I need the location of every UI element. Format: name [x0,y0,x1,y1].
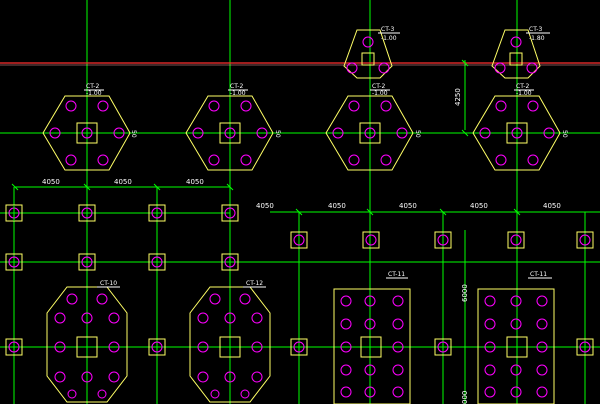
dim-label-vertical: 6000 [461,284,469,302]
cap-label: CT-2 [86,83,99,90]
tick [295,208,303,216]
small-cap[interactable] [5,338,23,356]
cap-label: CT-11 [388,271,405,278]
small-cap[interactable] [221,204,239,222]
side-mark: 50 [561,130,568,138]
tick [226,183,234,191]
small-cap[interactable] [5,253,23,271]
small-cap[interactable] [362,231,380,249]
tick [513,208,521,216]
cap-label: CT-3 [529,26,542,33]
cap-elevation: -1.00 [372,90,388,97]
small-cap[interactable] [221,253,239,271]
pile-cap-ct11-b[interactable]: CT-11 [477,271,555,404]
pile-cap-ct2-b[interactable]: CT-2 -1.00 50 [185,83,281,171]
pile-cap-ct10[interactable]: CT-10 [46,280,128,403]
tick [11,183,19,191]
small-cap[interactable] [148,338,166,356]
tick [439,208,447,216]
cap-label: CT-2 [516,83,529,90]
pile-cap-ct2-c[interactable]: CT-2 -1.00 50 [325,83,421,171]
dim-label: 4050 [470,202,488,210]
cap-elevation: -1.00 [230,90,246,97]
small-cap[interactable] [290,231,308,249]
tick [83,183,91,191]
dim-label: 4050 [256,202,274,210]
side-mark: 50 [130,130,137,138]
cap-elevation: -1.00 [516,90,532,97]
side-mark: 50 [274,130,281,138]
cap-elevation: -1.80 [529,35,545,42]
cap-label: CT-11 [530,271,547,278]
cap-label: CT-2 [230,83,243,90]
dim-label: 4050 [543,202,561,210]
small-cap[interactable] [148,204,166,222]
small-cap[interactable] [434,338,452,356]
pile-cap-ct2-d[interactable]: CT-2 -1.00 50 [472,83,568,171]
small-cap[interactable] [576,338,594,356]
cap-elevation: -1.00 [381,35,397,42]
cap-elevation: -1.00 [86,90,102,97]
pile-cap-ct11-a[interactable]: CT-11 [333,271,411,404]
cap-label: CT-2 [372,83,385,90]
pile-cap-ct2-a[interactable]: CT-2 -1.00 50 [42,83,137,171]
small-cap[interactable] [290,338,308,356]
dimension-ticks [11,59,521,216]
small-cap[interactable] [434,231,452,249]
side-mark: 50 [414,130,421,138]
pile-cap-ct12[interactable]: CT-12 [189,280,271,403]
small-cap[interactable] [5,204,23,222]
dim-label-vertical: 000 [461,391,469,404]
tick [366,208,374,216]
dim-label: 4050 [399,202,417,210]
dim-label: 4050 [42,178,60,186]
dim-label-vertical: 4250 [454,88,462,106]
dim-label: 4050 [114,178,132,186]
small-cap[interactable] [78,204,96,222]
small-cap[interactable] [78,253,96,271]
tick [461,129,469,137]
pile-cap-ct3-b[interactable]: CT-3 -1.80 [491,26,550,79]
tick [153,183,161,191]
dimension-labels: 4050 4050 4050 4050 4050 4050 4050 4050 … [42,88,561,404]
single-pile-caps [5,204,594,356]
cap-label: CT-3 [381,26,394,33]
dim-label: 4050 [186,178,204,186]
small-cap[interactable] [148,253,166,271]
small-cap[interactable] [576,231,594,249]
tick [461,59,469,67]
small-cap[interactable] [507,231,525,249]
cap-label: CT-10 [100,280,117,287]
dim-label: 4050 [328,202,346,210]
cap-label: CT-12 [246,280,263,287]
pile-cap-ct3-a[interactable]: CT-3 -1.00 [343,26,400,79]
